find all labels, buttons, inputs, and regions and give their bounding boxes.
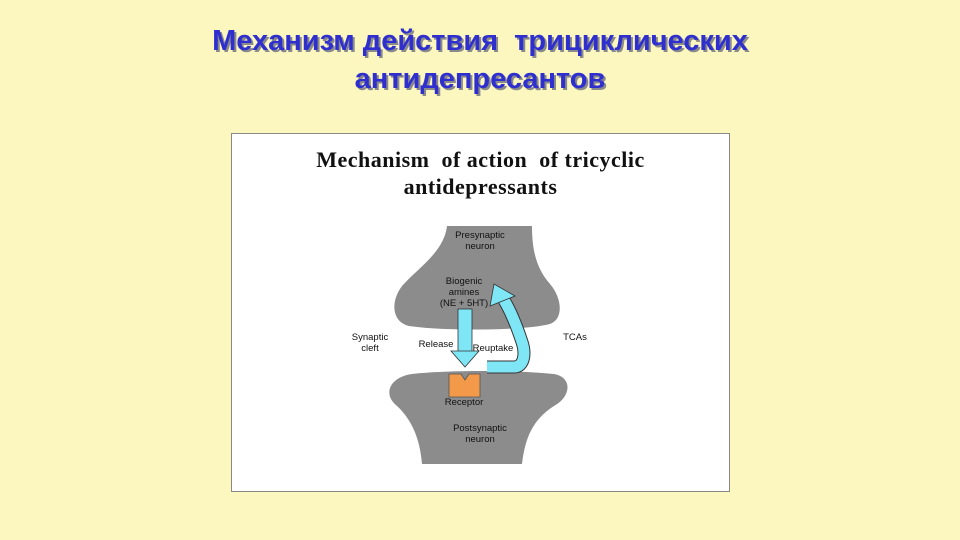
synapse-diagram xyxy=(389,226,568,464)
postsynaptic-neuron xyxy=(389,371,568,464)
synaptic-cleft-label: Synaptic cleft xyxy=(346,332,394,354)
cleft-label-line-1: Synaptic xyxy=(351,332,389,343)
reuptake-label: Reuptake xyxy=(472,343,514,354)
biogenic-amines-label: Biogenic amines (NE + 5HT) xyxy=(437,276,491,309)
figure-title-line-1: Mechanism of action of tricyclic xyxy=(316,147,645,172)
amines-label-line-2: amines xyxy=(448,287,480,298)
presynaptic-label-line-1: Presynaptic xyxy=(455,230,505,241)
release-label: Release xyxy=(418,339,454,350)
presynaptic-label: Presynaptic neuron xyxy=(453,230,507,252)
amines-label-line-3: (NE + 5HT) xyxy=(439,298,489,309)
receptor-label: Receptor xyxy=(444,397,484,408)
postsynaptic-label-line-2: neuron xyxy=(465,434,495,445)
mechanism-figure: Mechanism of action of tricyclic antidep… xyxy=(231,133,730,492)
cleft-label-line-2: cleft xyxy=(361,343,379,354)
reuptake-arrow xyxy=(487,283,531,374)
slide-title-line-2: антидепресантов xyxy=(354,63,606,95)
figure-title: Mechanism of action of tricyclic antidep… xyxy=(232,146,729,200)
receptor xyxy=(448,373,481,398)
postsynaptic-label-line-1: Postsynaptic xyxy=(453,423,507,434)
amines-label-line-1: Biogenic xyxy=(445,276,483,287)
slide-title: Механизм действия трициклических антидеп… xyxy=(0,22,960,98)
postsynaptic-label: Postsynaptic neuron xyxy=(446,423,514,445)
presynaptic-neuron xyxy=(394,226,560,330)
presynaptic-label-line-2: neuron xyxy=(465,241,495,252)
figure-title-line-2: antidepressants xyxy=(403,174,558,199)
tcas-label: TCAs xyxy=(563,332,587,343)
slide-title-line-1: Механизм действия трициклических xyxy=(212,25,748,57)
release-arrow xyxy=(450,308,480,368)
